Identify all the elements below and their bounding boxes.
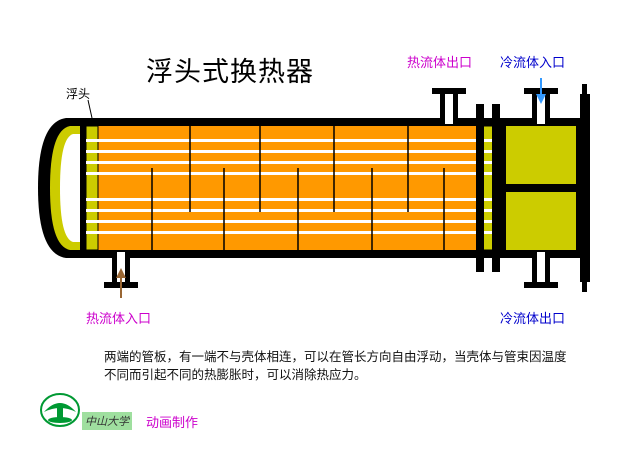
shell-flange-right	[492, 104, 500, 272]
hot-inlet-nozzle-bore	[117, 252, 125, 282]
diagram-title: 浮头式换热器	[146, 57, 314, 88]
baffles	[151, 126, 445, 250]
hot-inlet-arrow	[116, 268, 126, 298]
channel-upper-pass	[506, 126, 576, 184]
shell-flange-left	[476, 104, 484, 272]
channel-cover	[580, 94, 590, 282]
floating-head-label: 浮头	[66, 87, 91, 101]
cold-fluid-inlet-label: 冷流体入口	[500, 56, 566, 71]
cold-inlet-nozzle-bore	[537, 94, 545, 124]
cold-inlet-arrow	[536, 78, 546, 104]
floating-head-cavity	[60, 134, 86, 242]
hot-fluid-inlet-label: 热流体入口	[86, 312, 152, 327]
channel-cover-lug-bottom	[582, 280, 587, 292]
channel-pass-partition	[506, 184, 580, 192]
description-text: 两端的管板，有一端不与壳体相连，可以在管长方向自由浮动，当壳体与管束因温度不同而…	[104, 349, 567, 382]
university-name: 中山大学	[82, 412, 132, 430]
animation-credit: 动画制作	[146, 416, 199, 431]
floating-head-pointer	[87, 99, 93, 119]
hot-outlet-nozzle-bore	[445, 94, 453, 124]
cold-fluid-outlet-label: 冷流体出口	[500, 312, 566, 327]
cold-outlet-nozzle-flange	[524, 282, 558, 288]
shell-interior	[98, 126, 480, 250]
tube-bundle	[86, 139, 500, 234]
channel-lower-pass	[506, 192, 576, 250]
hot-outlet-nozzle-flange	[432, 88, 466, 94]
university-logo	[40, 393, 80, 427]
floating-tube-sheet	[85, 125, 99, 251]
hot-fluid-outlet-label: 热流体出口	[407, 56, 473, 71]
cold-outlet-nozzle-bore	[537, 252, 545, 282]
channel-cover-lug-top	[582, 84, 587, 96]
